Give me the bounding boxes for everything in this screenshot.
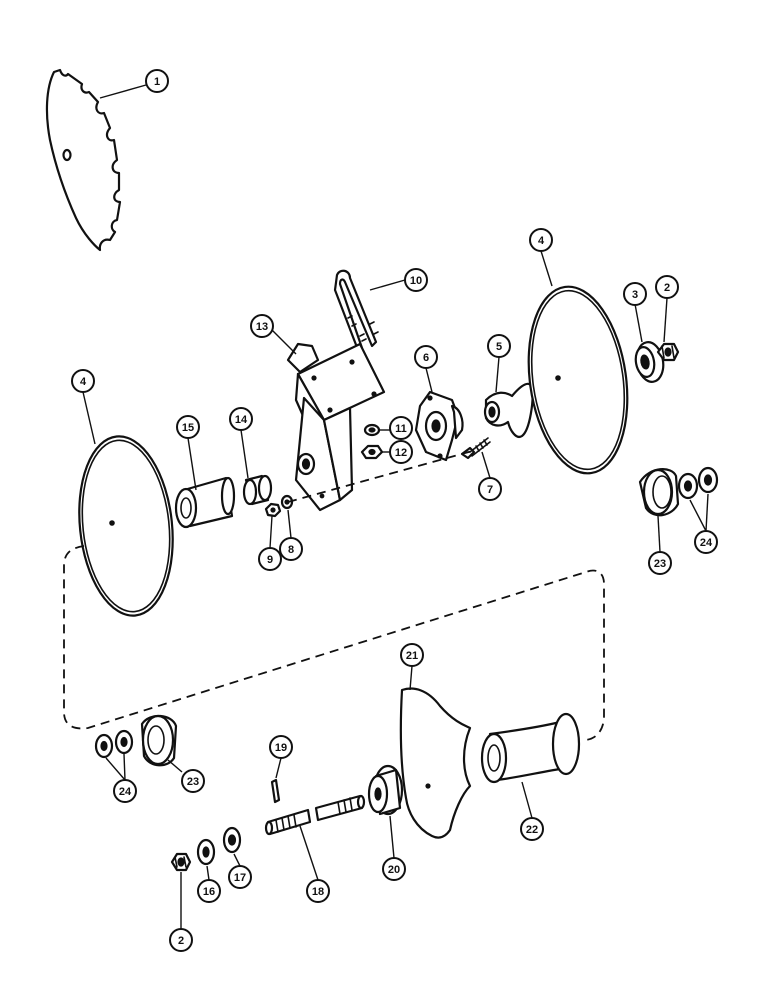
assembly-boundary (63, 545, 605, 741)
mounting-bracket (286, 342, 386, 512)
callout-label: 2 (664, 282, 670, 294)
callout-2-top: 2 (655, 275, 679, 299)
callout-4-right: 4 (529, 228, 553, 252)
washers-right (677, 466, 719, 500)
callout-24-left: 24 (113, 779, 137, 803)
callout-9: 9 (258, 547, 282, 571)
callout-label: 23 (187, 776, 199, 788)
shaft-centerline (287, 449, 477, 503)
cone-spacer-left (140, 714, 178, 767)
sleeve (242, 474, 273, 506)
castle-nut-bottom (170, 852, 192, 872)
callout-24-right: 24 (694, 530, 718, 554)
callout-label: 12 (395, 447, 407, 459)
disc-blade-right (527, 285, 629, 475)
callout-11: 11 (389, 416, 413, 440)
callout-label: 18 (312, 886, 324, 898)
callout-8: 8 (279, 537, 303, 561)
callout-label: 15 (182, 422, 194, 434)
callout-label: 16 (203, 886, 215, 898)
notched-disc-blade (45, 68, 122, 252)
callout-21: 21 (400, 643, 424, 667)
callout-label: 4 (538, 235, 545, 247)
flange-bushing (367, 764, 404, 816)
callout-23-right: 23 (648, 551, 672, 575)
lock-washer (363, 423, 381, 437)
callout-4-left: 4 (71, 369, 95, 393)
washer-16 (196, 838, 216, 866)
washers-left (94, 729, 134, 759)
callout-14: 14 (229, 407, 253, 431)
callout-label: 20 (388, 864, 400, 876)
callout-20: 20 (382, 857, 406, 881)
cone-spacer-right (638, 468, 680, 517)
callout-label: 11 (395, 423, 407, 435)
callout-label: 9 (267, 554, 273, 566)
callout-1: 1 (145, 69, 169, 93)
callout-label: 14 (235, 414, 248, 426)
callout-label: 24 (119, 786, 132, 798)
callout-16: 16 (197, 879, 221, 903)
disc-blade-left (78, 435, 174, 617)
callout-12: 12 (389, 440, 413, 464)
callout-label: 21 (406, 650, 418, 662)
callout-label: 1 (154, 76, 160, 88)
callout-15: 15 (176, 415, 200, 439)
castle-nut-top (656, 342, 680, 362)
callout-10: 10 (404, 268, 428, 292)
callout-2-bottom: 2 (169, 928, 193, 952)
callout-label: 2 (178, 935, 184, 947)
callout-7: 7 (478, 477, 502, 501)
threaded-shaft (264, 794, 366, 836)
callout-3: 3 (623, 282, 647, 306)
bolt (460, 437, 491, 460)
callout-17: 17 (228, 865, 252, 889)
callout-18: 18 (306, 879, 330, 903)
callout-label: 22 (526, 824, 538, 836)
spool-half (483, 382, 534, 438)
callout-13: 13 (250, 314, 274, 338)
bearing-flange (414, 390, 464, 462)
bearing (634, 341, 665, 383)
scraper-plate (399, 687, 472, 839)
u-bolt (333, 269, 379, 352)
callout-label: 19 (275, 742, 287, 754)
washer-17 (222, 826, 242, 854)
callout-label: 10 (410, 275, 422, 287)
callout-label: 8 (288, 544, 294, 556)
callout-23-left: 23 (181, 769, 205, 793)
callout-19: 19 (269, 735, 293, 759)
callout-label: 3 (632, 289, 638, 301)
callout-label: 23 (654, 558, 666, 570)
leader-lines (82, 84, 709, 929)
callout-label: 7 (487, 484, 493, 496)
callout-label: 4 (80, 376, 87, 388)
hex-nut (360, 444, 384, 460)
spool-right (480, 712, 581, 784)
callout-5: 5 (487, 334, 511, 358)
callout-6: 6 (414, 345, 438, 369)
callout-label: 13 (256, 321, 268, 333)
callout-22: 22 (520, 817, 544, 841)
small-nuts (264, 494, 294, 518)
callout-label: 6 (423, 352, 429, 364)
spool-left (174, 476, 236, 529)
cotter-pin (270, 778, 281, 804)
callout-label: 17 (234, 872, 246, 884)
callout-label: 24 (700, 537, 713, 549)
callout-label: 5 (496, 341, 502, 353)
